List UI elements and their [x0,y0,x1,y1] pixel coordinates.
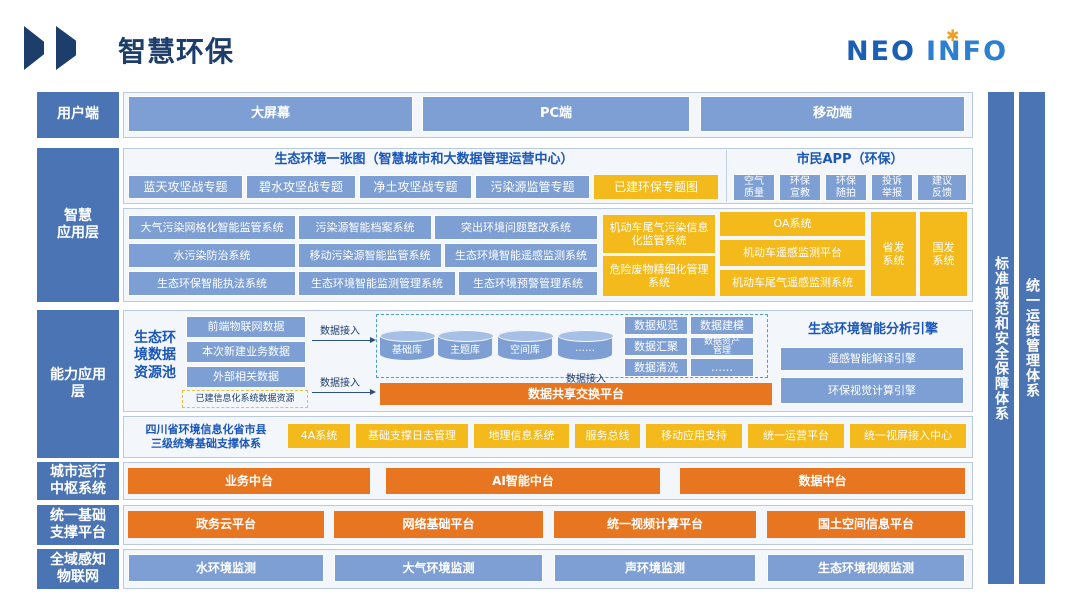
support-4a: 4A系统 [288,424,350,448]
page-title: 智慧环保 [118,35,235,68]
app-item-photo: 环保 随拍 [825,174,867,201]
data-in-label-top: 数据接入 [320,326,360,337]
unified-spatial: 国土空间信息平台 [767,511,965,538]
support-mobile: 移动应用支持 [646,424,742,448]
user-item-bigscreen: 大屏幕 [128,96,413,132]
app-item-suggest: 建议 反馈 [917,174,967,201]
support-title: 四川省环境信息化省市县 三级统筹基础支撑体系 [145,422,267,450]
op-asset: 数据资产 管理 [690,337,754,356]
system-item: 生态环境智能遥感监测系统 [444,243,598,268]
sense-water: 水环境监测 [128,554,324,582]
engine-title: 生态环境智能分析引擎 [807,322,938,338]
support-video: 统一视屏接入中心 [850,424,966,448]
source-iot: 前端物联网数据 [186,316,306,338]
arrow-right-icon [312,337,376,343]
op-standard: 数据规范 [624,316,688,335]
data-center-frame [376,314,768,378]
system-hazardous-waste: 危险废物精细化管理系统 [603,256,715,296]
engine-visual: 环保视觉计算引擎 [780,377,964,404]
logo-info: INFO [926,36,1009,67]
sense-eco-video: 生态环境视频监测 [767,554,965,582]
system-oa: OA系统 [720,212,865,236]
support-gis: 地理信息系统 [474,424,569,448]
data-in-label-mid: 数据接入 [566,374,606,385]
support-ops: 统一运营平台 [748,424,844,448]
data-share-platform: 数据共享交换平台 [380,383,772,405]
side-standard-security: 标准规范和安全保障体系 [988,92,1014,584]
op-more: …… [690,358,754,377]
topic-blue-sky: 蓝天攻坚战专题 [128,175,243,199]
system-item: 大气污染网格化智能监管系统 [128,215,296,240]
support-bus: 服务总线 [575,424,640,448]
system-vehicle-exhaust: 机动车尾气污染信息化监管系统 [603,215,715,253]
data-in-label-bottom: 数据接入 [320,378,360,389]
arrow-right-icon [312,389,376,395]
row-label-city: 城市运行 中枢系统 [37,462,119,500]
system-item: 生态环境智能监测管理系统 [298,271,456,296]
support-log: 基础支撑日志管理 [356,424,468,448]
row-label-smart-app: 智慧 应用层 [37,148,119,302]
app-title: 市民APP（环保） [796,152,904,168]
source-new-business: 本次新建业务数据 [186,341,306,363]
system-item: 突出环境问题整改系统 [434,215,598,240]
system-item: 生态环保智能执法系统 [128,271,296,296]
topic-clear-water: 碧水攻坚战专题 [246,175,356,199]
system-item: 污染源智能档案系统 [298,215,432,240]
sense-air: 大气环境监测 [334,554,543,582]
op-aggregate: 数据汇聚 [624,337,688,356]
row-label-sense: 全域感知 物联网 [37,549,119,589]
map-title: 生态环境一张图（智慧城市和大数据管理运营中心） [274,152,574,168]
city-ai-hub: AI智能中台 [386,468,660,494]
user-item-mobile: 移动端 [700,96,965,132]
system-item: 移动污染源智能监管系统 [298,243,442,268]
topic-pollution-source: 污染源监管专题 [475,175,590,199]
row-label-capability: 能力应用 层 [37,310,119,458]
app-item-complaint: 投诉 举报 [871,174,913,201]
system-item: 水污染防治系统 [128,243,296,268]
row-label-user: 用户端 [37,92,119,138]
existing-resource: 已建信息化系统数据资源 [195,393,295,404]
city-data-hub: 数据中台 [680,468,965,494]
op-clean: 数据清洗 [624,358,688,377]
side-unified-ops: 统一运维管理体系 [1019,92,1045,584]
system-national: 国发 系统 [920,212,967,296]
star-icon: ✱ [946,26,960,45]
row-label-unified: 统一基础 支撑平台 [37,505,119,545]
city-business-hub: 业务中台 [128,468,370,494]
user-item-pc: PC端 [422,96,690,132]
brand-logo: NEO INFO [846,36,1008,67]
system-vehicle-remote-platform: 机动车遥感监测平台 [720,240,865,266]
topic-clean-soil: 净土攻坚战专题 [359,175,472,199]
db-more: …… [558,330,614,360]
app-item-education: 环保 宣教 [779,174,821,201]
topic-existing-map: 已建环保专题图 [594,175,718,199]
divider [726,150,727,202]
existing-resource-frame [182,390,308,408]
system-vehicle-remote-monitor: 机动车尾气遥感监测系统 [720,270,865,296]
unified-video-compute: 统一视频计算平台 [554,511,756,538]
db-topic: 主题库 [438,330,494,360]
data-pool-title: 生态环 境数据 资源池 [134,329,176,381]
engine-remote-sensing: 遥感智能解译引擎 [780,347,964,371]
sense-sound: 声环境监测 [554,554,756,582]
system-provincial: 省发 系统 [871,212,916,296]
system-item: 生态环境预警管理系统 [458,271,598,296]
unified-gov-cloud: 政务云平台 [128,511,324,538]
unified-network: 网络基础平台 [334,511,543,538]
app-item-air: 空气 质量 [733,174,775,201]
source-external: 外部相关数据 [186,366,306,388]
db-basic: 基础库 [380,330,436,360]
logo-neo: NEO [846,36,916,67]
op-modeling: 数据建模 [690,316,754,335]
header-chevron-icon [76,26,104,70]
db-spatial: 空间库 [498,330,554,360]
